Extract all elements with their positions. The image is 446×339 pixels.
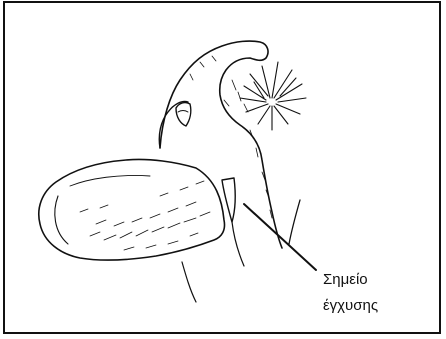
injection-site-label-line2: έγχυσης (323, 297, 378, 314)
tongue-hatching (80, 181, 210, 250)
injection-site-label-line1: Σημείο (323, 271, 368, 288)
leader-line (244, 204, 316, 270)
head-hatching (190, 56, 272, 218)
tongue-outline (39, 159, 225, 260)
ear-tuft-icon (240, 62, 306, 130)
eye-icon (176, 103, 191, 126)
neck-back-outline (289, 200, 300, 244)
